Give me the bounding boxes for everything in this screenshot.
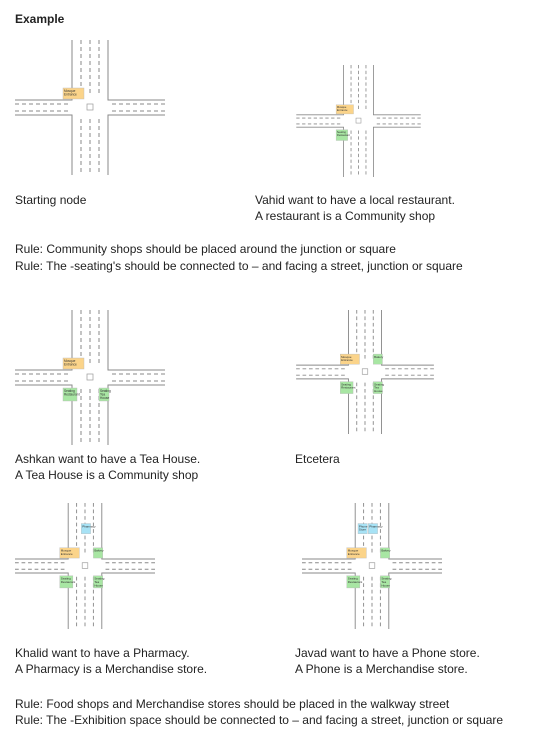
junction-centre-marker [86, 373, 94, 381]
lot-label: House [94, 583, 103, 587]
lot-label: Restaurant [64, 393, 80, 397]
panel-3-caption-line-2: A Tea House is a Community shop [15, 468, 199, 482]
rule-community-shops: Rule: Community shops should be placed a… [15, 242, 396, 256]
rule-walkway-placement: Rule: Food shops and Merchandise stores … [15, 697, 450, 711]
lot-label: Mosque [337, 105, 347, 109]
lot-label: Seating [348, 577, 358, 581]
lot-label: Entrance [341, 358, 353, 362]
page-title: Example [15, 12, 65, 26]
lot-label: Restaurant [348, 580, 363, 584]
road-network [15, 503, 155, 629]
junction-diagram-5: PharmacyMosqueEntranceBakerySeatingResta… [15, 503, 155, 629]
road-network [296, 310, 434, 434]
lot-label: House [100, 396, 109, 400]
junction-centre-marker [368, 562, 376, 569]
rule-seating-connection: Rule: The -seating's should be connected… [15, 259, 463, 273]
panel-2-caption-line-2: A restaurant is a Community shop [255, 209, 436, 223]
junction-diagram-4: MosqueEntranceBakerySeatingRestaurantSea… [296, 310, 434, 434]
panel-4-caption-line-1: Etcetera [295, 452, 340, 466]
panel-5-caption-line-2: A Pharmacy is a Merchandise store. [15, 662, 208, 676]
lot-label: Restaurant [61, 580, 76, 584]
lot-label: Mosque [341, 355, 352, 359]
junction-centre-marker [86, 103, 94, 111]
lot-label: House [374, 389, 383, 393]
lot-label: Pharmacy [369, 524, 383, 528]
lot-label: Seating [341, 382, 351, 386]
rule-exhibition-connection: Rule: The -Exhibition space should be co… [15, 713, 504, 727]
road-network [296, 65, 421, 177]
lot-label: Mosque [64, 89, 76, 93]
lot-merchandise: Pharmacy [81, 523, 96, 534]
panel-6-caption-line-1: Javad want to have a Phone store. [295, 646, 480, 660]
lot-label: Entrance [348, 552, 360, 556]
panel-5-caption-line-1: Khalid want to have a Pharmacy. [15, 646, 190, 660]
lot-label: Bakery [94, 549, 104, 553]
panel-2-caption-line-1: Vahid want to have a local restaurant. [255, 193, 455, 207]
lot-label: House [381, 583, 390, 587]
lot-label: Tea [100, 393, 105, 397]
lot-label: Restaurant [337, 133, 350, 137]
lot-label: Tea [94, 580, 99, 584]
lot-label: Mosque [348, 549, 359, 553]
junction-centre-marker [355, 117, 362, 124]
junction-centre-marker [361, 368, 369, 375]
road-network [302, 503, 442, 629]
lot-label: Mosque [61, 549, 72, 553]
lot-label: Restaurant [341, 386, 355, 390]
lot-label: Bakery [374, 355, 384, 359]
lot-label: Mosque [64, 359, 76, 363]
lot-label: Entrance [64, 363, 77, 367]
lot-label: Bakery [381, 549, 391, 553]
lot-label: Seating [61, 577, 71, 581]
lot-label: Tea [374, 386, 379, 390]
lot-food: Bakery [93, 547, 104, 559]
lot-label: Seating [337, 130, 346, 134]
road-network [15, 40, 165, 175]
lot-label: Seating [64, 389, 75, 393]
lot-label: Seating [374, 382, 384, 386]
road-network [15, 310, 165, 445]
lot-food: Bakery [373, 353, 384, 365]
lot-food: Bakery [380, 547, 391, 559]
lot-label: Phone [359, 524, 368, 528]
lot-label: Pharmacy [82, 524, 96, 528]
lot-label: Entrance [337, 108, 348, 112]
panel-6-caption-line-2: A Phone is a Merchandise store. [295, 662, 468, 676]
lot-label: Seating [100, 389, 111, 393]
lot-label: Tea [381, 580, 386, 584]
junction-diagram-3: MosqueEntranceSeatingRestaurantSeatingTe… [15, 310, 165, 445]
panel-1-caption-line-1: Starting node [15, 193, 87, 207]
lot-label: Seating [381, 577, 391, 581]
lot-merchandise: Pharmacy [368, 523, 383, 534]
panel-3-caption-line-1: Ashkan want to have a Tea House. [15, 452, 201, 466]
lot-label: Entrance [61, 552, 73, 556]
lot-label: Entrance [64, 93, 77, 97]
lot-label: Seating [94, 577, 104, 581]
lot-label: Store [359, 528, 366, 532]
junction-centre-marker [81, 562, 89, 569]
